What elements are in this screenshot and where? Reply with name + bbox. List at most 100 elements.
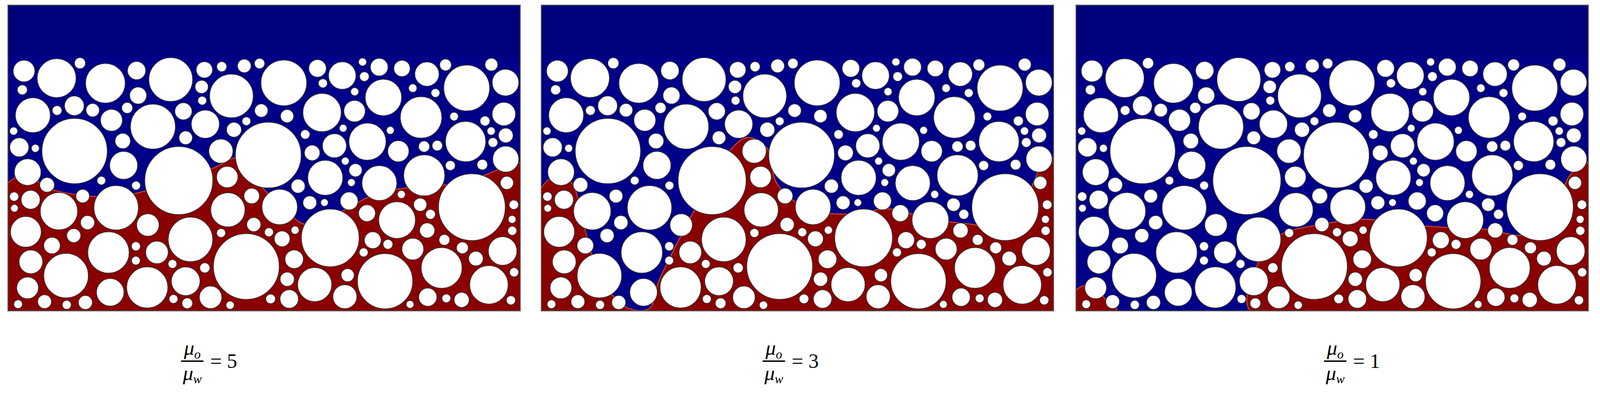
solid-grain bbox=[492, 145, 519, 173]
solid-grain bbox=[341, 157, 350, 166]
solid-grain bbox=[1168, 109, 1191, 132]
solid-grain bbox=[280, 109, 294, 123]
solid-grain bbox=[307, 160, 343, 196]
solid-grain bbox=[40, 192, 78, 231]
solid-grain bbox=[866, 284, 891, 309]
solid-grain bbox=[795, 189, 831, 226]
solid-grain bbox=[1107, 177, 1123, 193]
solid-grain bbox=[1566, 128, 1581, 143]
solid-grain bbox=[1010, 159, 1022, 171]
solid-grain bbox=[1560, 102, 1584, 126]
solid-grain bbox=[1329, 59, 1375, 106]
solid-grain bbox=[729, 61, 746, 79]
solid-grain bbox=[1020, 127, 1029, 136]
viscosity-ratio: μoμw= 3 bbox=[762, 336, 819, 386]
solid-grain bbox=[386, 126, 395, 135]
solid-grain bbox=[174, 102, 193, 121]
solid-grain bbox=[919, 126, 928, 135]
solid-grain bbox=[1493, 209, 1504, 220]
solid-grain bbox=[209, 74, 254, 118]
solid-grain bbox=[759, 122, 775, 138]
solid-grain bbox=[1305, 59, 1320, 73]
solid-grain bbox=[964, 88, 974, 98]
solid-grain bbox=[1146, 295, 1161, 310]
solid-grain bbox=[100, 109, 123, 132]
solid-grain bbox=[768, 122, 835, 189]
solid-grain bbox=[813, 290, 832, 309]
solid-grain bbox=[85, 63, 126, 104]
solid-grain bbox=[1427, 71, 1438, 81]
solid-grain bbox=[1476, 84, 1485, 93]
solid-grain bbox=[807, 231, 824, 248]
solid-grain bbox=[358, 58, 367, 66]
solid-grain bbox=[1195, 61, 1215, 80]
solid-grain bbox=[1267, 286, 1290, 309]
solid-grain bbox=[87, 232, 130, 274]
solid-grain bbox=[74, 57, 86, 69]
solid-grain bbox=[779, 217, 794, 232]
solid-grain bbox=[171, 267, 200, 296]
fraction: μoμw bbox=[181, 336, 204, 386]
solid-grain bbox=[297, 267, 332, 302]
solid-grain bbox=[1451, 239, 1462, 250]
solid-grain bbox=[406, 300, 415, 309]
solid-grain bbox=[1513, 121, 1554, 162]
solid-grain bbox=[1438, 58, 1457, 77]
solid-grain bbox=[378, 202, 416, 240]
solid-grain bbox=[302, 196, 317, 210]
solid-grain bbox=[749, 228, 759, 238]
solid-grain bbox=[96, 278, 124, 307]
solid-grain bbox=[916, 239, 927, 250]
solid-grain bbox=[454, 292, 470, 308]
solid-grain bbox=[1348, 290, 1367, 309]
solid-grain bbox=[1577, 268, 1587, 278]
solid-grain bbox=[1041, 215, 1050, 224]
solid-grain bbox=[261, 189, 298, 226]
solid-grain bbox=[131, 241, 141, 251]
solid-grain bbox=[284, 250, 304, 269]
solid-grain bbox=[225, 301, 235, 310]
solid-grain bbox=[741, 138, 767, 164]
solid-grain bbox=[1545, 159, 1557, 171]
solid-grain bbox=[677, 146, 746, 215]
solid-grain bbox=[903, 58, 922, 77]
solid-grain bbox=[975, 294, 985, 304]
solid-grain bbox=[167, 259, 177, 269]
solid-grain bbox=[80, 215, 95, 230]
solid-grain bbox=[724, 110, 753, 139]
solid-grain bbox=[1197, 87, 1215, 104]
solid-grain bbox=[882, 123, 920, 160]
solid-grain bbox=[1111, 237, 1128, 255]
solid-grain bbox=[280, 272, 295, 287]
solid-grain bbox=[477, 159, 488, 171]
solid-grain bbox=[121, 102, 133, 114]
solid-grain bbox=[543, 127, 552, 136]
solid-grain bbox=[1468, 96, 1511, 139]
solid-grain bbox=[1576, 215, 1585, 224]
solid-grain bbox=[408, 84, 417, 93]
solid-grain bbox=[36, 58, 76, 98]
solid-grain bbox=[836, 93, 875, 132]
solid-grain bbox=[898, 79, 936, 117]
solid-grain bbox=[1311, 188, 1328, 204]
solid-grain bbox=[1407, 124, 1415, 132]
solid-grain bbox=[322, 133, 347, 158]
solid-grain bbox=[1483, 62, 1508, 87]
solid-grain bbox=[1474, 300, 1483, 309]
solid-grain bbox=[1427, 247, 1437, 257]
solid-grain bbox=[1486, 141, 1499, 153]
solid-grain bbox=[895, 165, 931, 201]
solid-grain bbox=[701, 259, 711, 269]
solid-grain bbox=[1560, 69, 1587, 96]
solid-grain bbox=[1130, 300, 1140, 310]
solid-grain bbox=[1369, 209, 1427, 267]
solid-grain bbox=[1250, 298, 1261, 309]
solid-grain bbox=[1555, 127, 1564, 136]
solid-grain bbox=[1461, 60, 1479, 77]
solid-grain bbox=[210, 192, 245, 227]
solid-grain bbox=[552, 250, 577, 275]
solid-grain bbox=[893, 71, 903, 81]
viscosity-ratio: μoμw= 1 bbox=[1323, 336, 1381, 386]
solid-grain bbox=[746, 233, 813, 300]
solid-grain bbox=[1415, 178, 1424, 187]
